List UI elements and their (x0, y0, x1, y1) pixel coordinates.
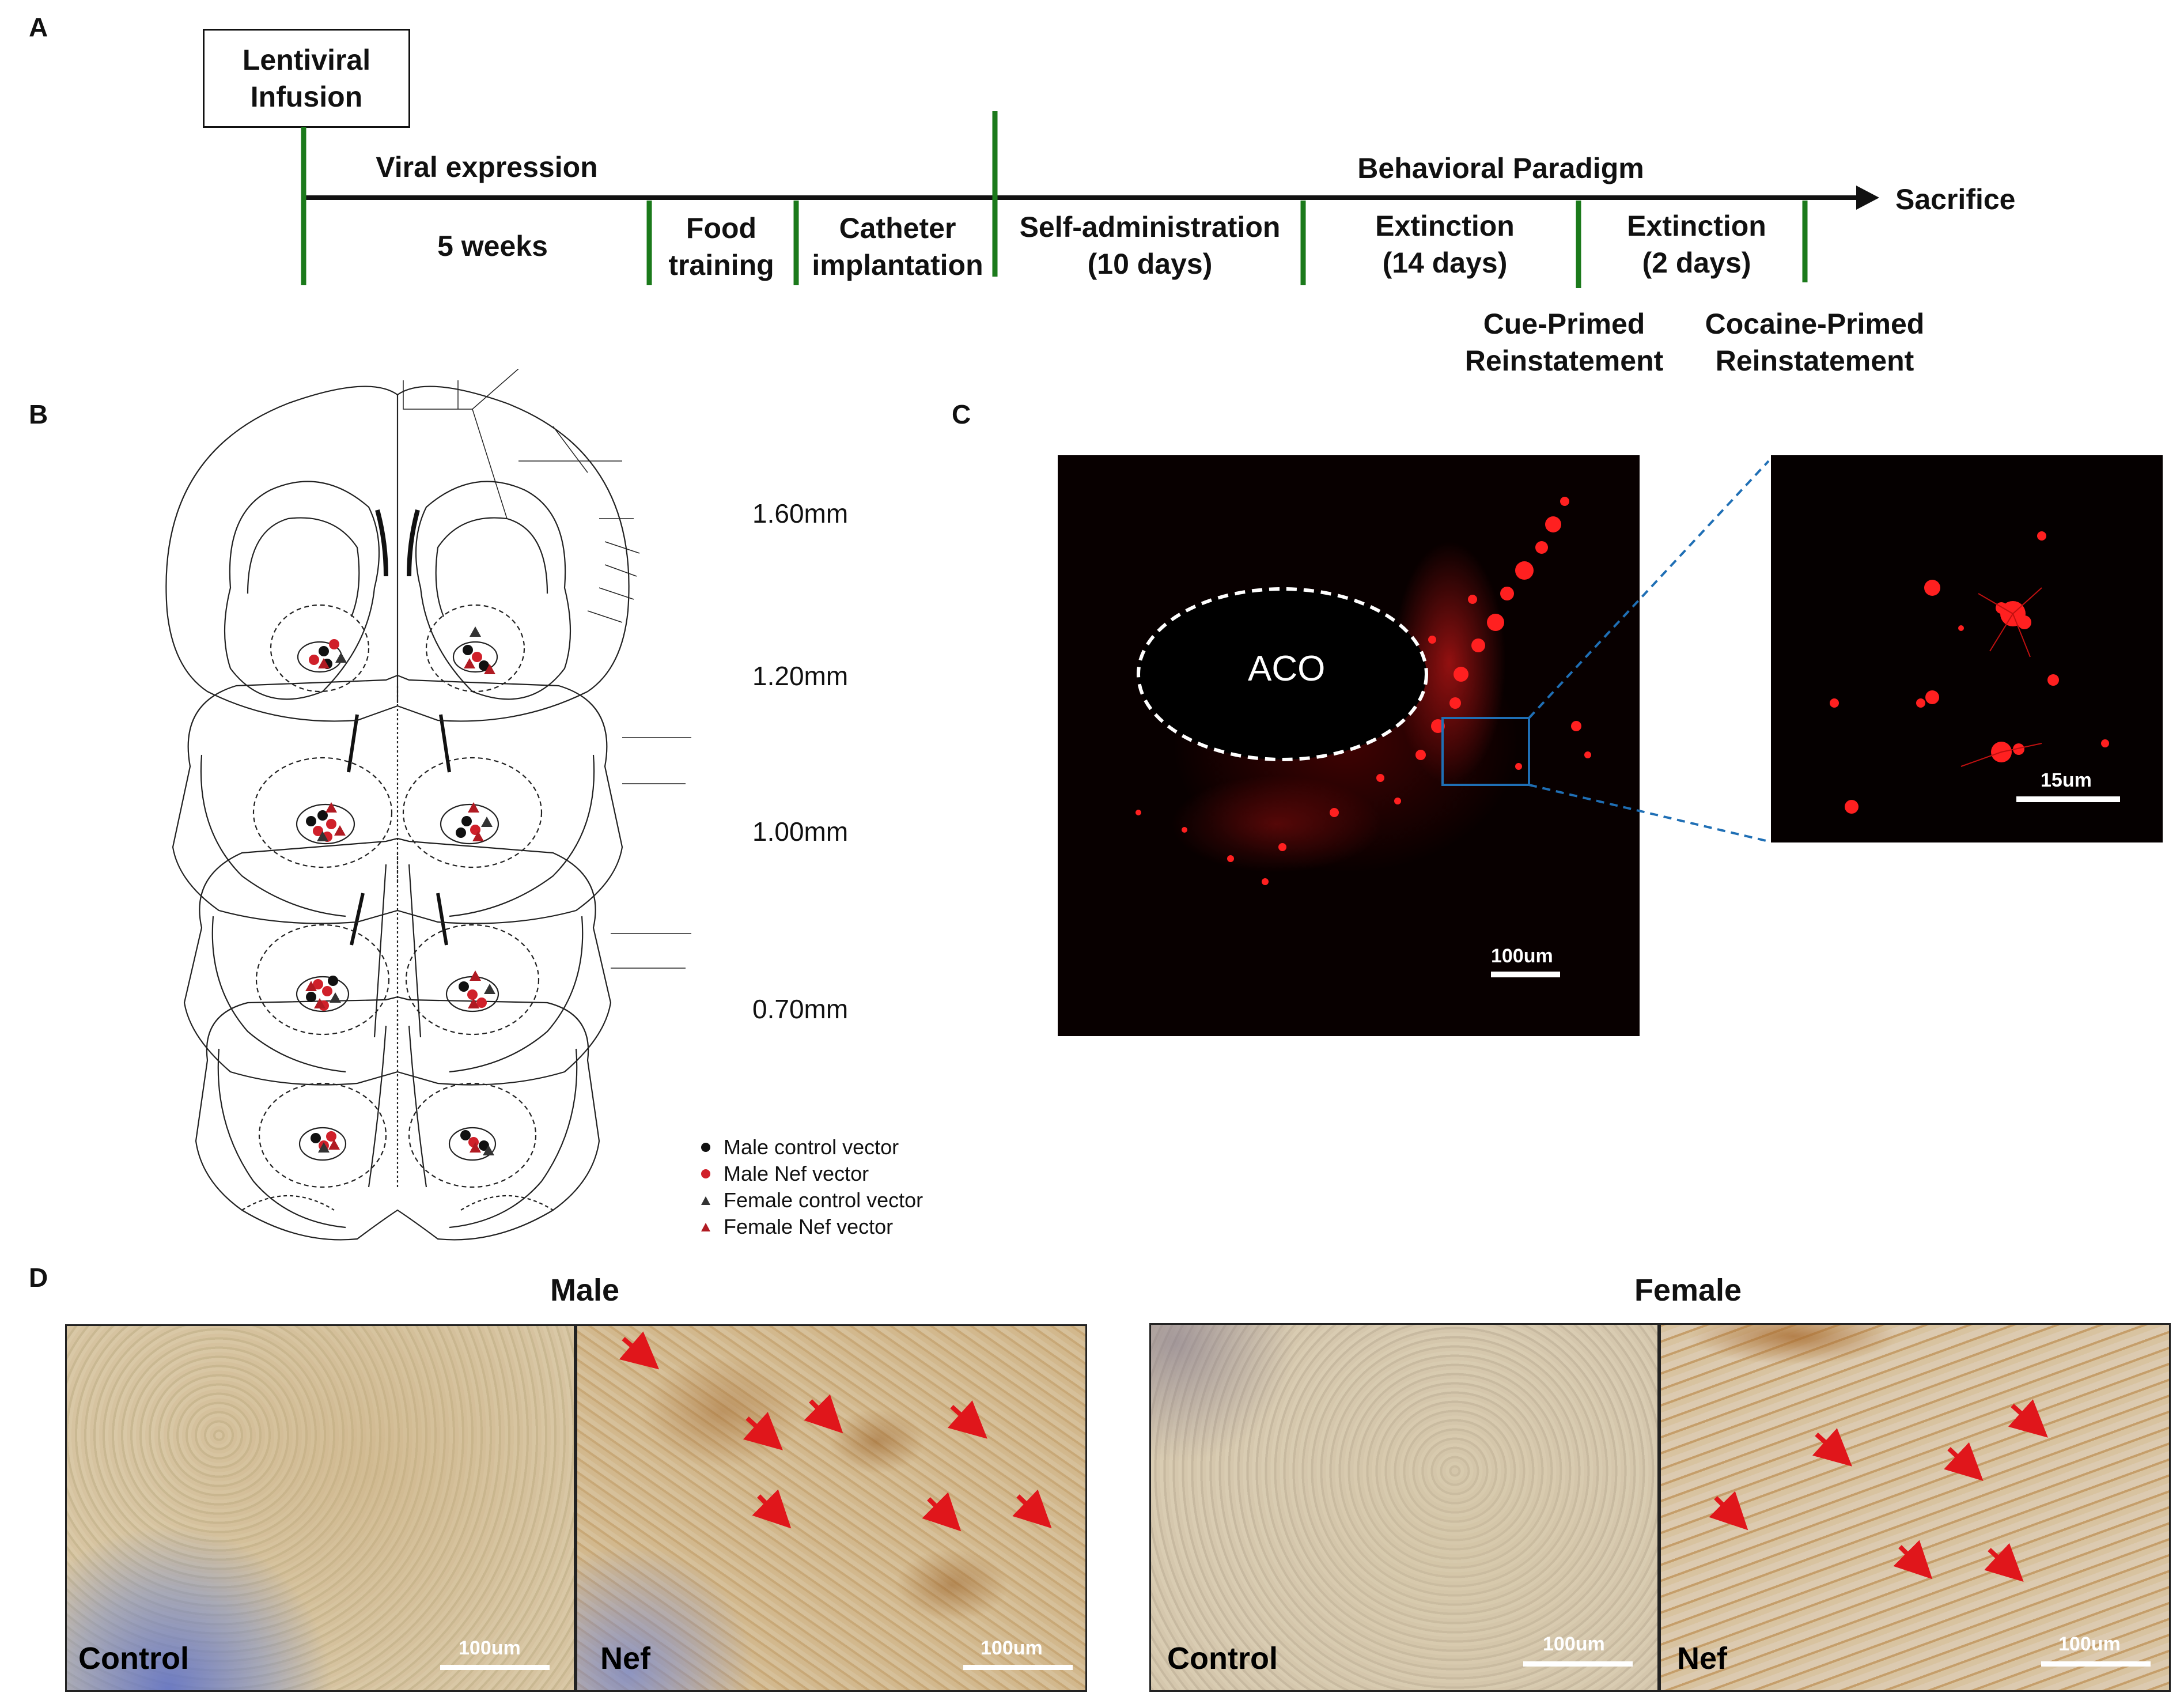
fluorescence-inset-image: 15um (1771, 455, 2163, 842)
timeline-ticks (301, 111, 1808, 288)
female-nef-image: Nef 100um (1659, 1323, 2171, 1692)
cue-primed-reinstatement: Cue-Primed Reinstatement (1464, 308, 1664, 377)
male-nef-label: Nef (600, 1641, 651, 1676)
segment-food-training: Food training (668, 212, 774, 281)
male-control-scale-label: 100um (459, 1637, 521, 1659)
lentiviral-infusion-box: Lentiviral Infusion (203, 29, 410, 128)
inset-scale-bar (2016, 796, 2120, 802)
cocaine-primed-reinstatement: Cocaine-Primed Reinstatement (1705, 308, 1925, 377)
zoom-connector-lines (1528, 460, 1770, 842)
triangle-marker-icon (698, 1193, 713, 1208)
main-scale-label: 100um (1491, 945, 1553, 967)
behavioral-paradigm-label: Behavioral Paradigm (1357, 152, 1644, 184)
male-nef-image: Nef 100um (576, 1324, 1087, 1692)
female-nef-scale-bar (2041, 1661, 2151, 1667)
inset-fluorescent-cells (1830, 531, 2109, 814)
atlas-section-1.00 (183, 837, 691, 1086)
male-nef-arrows (619, 1331, 1052, 1532)
legend-label: Female control vector (724, 1188, 923, 1212)
fluorescent-signal (1135, 497, 1591, 885)
segment-5-weeks: 5 weeks (437, 230, 548, 262)
segment-self-administration: Self-administration (10 days) (1019, 211, 1281, 280)
triangle-marker-icon (698, 1219, 713, 1234)
circle-marker-icon (698, 1140, 713, 1155)
sacrifice-label: Sacrifice (1895, 183, 2016, 216)
main-scale-bar (1491, 972, 1560, 977)
atlas-section-0.70 (195, 996, 600, 1241)
atlas-legend: Male control vector Male Nef vector Fema… (698, 1134, 923, 1240)
male-control-image: Control 100um (65, 1324, 576, 1692)
female-control-label: Control (1167, 1641, 1278, 1676)
female-control-scale-label: 100um (1543, 1633, 1605, 1655)
atlas-level-0.70: 0.70mm (752, 994, 849, 1024)
panel-letter-a: A (29, 12, 48, 42)
female-nef-arrows (1709, 1399, 2048, 1582)
atlas-section-1.60 (165, 369, 640, 722)
male-nef-scale-bar (963, 1665, 1073, 1670)
female-nef-label: Nef (1677, 1641, 1728, 1676)
legend-item-female-nef: Female Nef vector (698, 1214, 923, 1240)
female-control-image: Control 100um (1149, 1323, 1659, 1692)
injection-site-markers (305, 626, 495, 1155)
legend-item-male-control: Male control vector (698, 1134, 923, 1161)
atlas-section-1.20 (172, 674, 691, 924)
aco-label: ACO (1248, 649, 1326, 689)
fluorescence-main-image: ACO 100um (1058, 455, 1640, 1036)
brain-atlas-sections (165, 369, 691, 1241)
female-title: Female (1634, 1273, 1742, 1308)
legend-item-male-nef: Male Nef vector (698, 1161, 923, 1187)
legend-label: Female Nef vector (724, 1215, 894, 1238)
atlas-level-1.60: 1.60mm (752, 498, 849, 528)
female-nef-scale-label: 100um (2058, 1633, 2121, 1655)
aco-region-outline (1137, 587, 1428, 761)
atlas-level-1.20: 1.20mm (752, 661, 849, 691)
inset-scale-label: 15um (2041, 769, 2092, 791)
timeline-arrowhead (1856, 186, 1879, 210)
segment-catheter-implantation: Catheter implantation (812, 212, 983, 281)
viral-expression-label: Viral expression (376, 151, 598, 183)
legend-label: Male Nef vector (724, 1162, 869, 1185)
male-control-scale-bar (440, 1665, 550, 1670)
male-title: Male (550, 1273, 620, 1308)
atlas-level-1.00: 1.00mm (752, 817, 849, 847)
male-nef-scale-label: 100um (981, 1637, 1043, 1659)
panel-letter-b: B (29, 399, 48, 429)
panel-letter-c: C (952, 399, 971, 429)
female-control-scale-bar (1523, 1661, 1633, 1667)
segment-extinction-2: Extinction (2 days) (1627, 210, 1766, 279)
legend-label: Male control vector (724, 1135, 899, 1159)
roi-box (1441, 717, 1530, 786)
segment-extinction-14: Extinction (14 days) (1375, 210, 1515, 279)
timeline-axis (301, 111, 1879, 288)
male-control-label: Control (78, 1641, 189, 1676)
panel-letter-d: D (29, 1263, 48, 1293)
legend-item-female-control: Female control vector (698, 1187, 923, 1214)
circle-marker-icon (698, 1166, 713, 1181)
